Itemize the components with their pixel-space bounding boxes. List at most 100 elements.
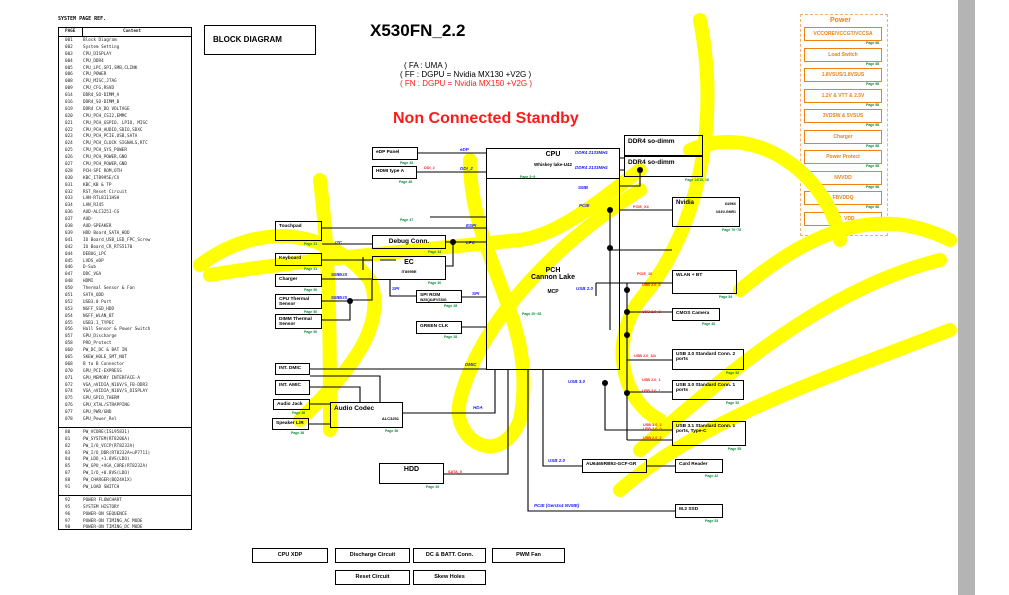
toc-page: 071 (65, 375, 73, 381)
power-item[interactable]: 1.8VSUS/1.8VSUS (804, 68, 882, 82)
power-item[interactable]: Power Protect (804, 150, 882, 164)
bus-label: PCIE_10 (637, 272, 653, 276)
toc-content: VGA_nVIDIA_N16V/S_DISPLAY (83, 389, 148, 395)
toc-page: 98 (65, 525, 71, 531)
page-ref: Page 36 (385, 429, 399, 433)
scrollbar[interactable] (958, 0, 975, 595)
toc-page: 047 (65, 272, 73, 278)
toc-page: 96 (65, 511, 71, 517)
toc-content: CPU_PCH_CSI2,EMMC (83, 113, 127, 119)
power-item[interactable]: Charger (804, 129, 882, 144)
toc-page: 037 (65, 217, 73, 223)
toc-page: 075 (65, 396, 73, 402)
toc-content: POWER-ON TIMING_DC MODE (83, 525, 143, 531)
power-item[interactable]: 3VDSW & 5VSUS (804, 109, 882, 123)
toc-page: 074 (65, 389, 73, 395)
bus-label: DDI_2 (424, 166, 435, 170)
power-item[interactable]: FBVDDQ (804, 191, 882, 205)
toc-row[interactable]: 074 VGA_nVIDIA_N16V/S_DISPLAY (59, 389, 191, 396)
pch-label: PCH (545, 267, 561, 274)
power-item[interactable]: VCCORE/VCCGT/VCCSA (804, 27, 882, 41)
toc-content: LAN_RJ45 (83, 203, 104, 209)
toc-row[interactable]: 98 POWER-ON TIMING_DC MODE (59, 525, 191, 532)
power-item[interactable]: Load Switch (804, 47, 882, 62)
bus-label: LPC (466, 240, 475, 245)
power-item[interactable]: 1.2V & VTT & 2.5V (804, 88, 882, 103)
toc-page: 030 (65, 175, 73, 181)
bus-label: USB 2.0_6 (642, 283, 661, 287)
mcp-label: MCP (547, 289, 559, 295)
block-label: USB 3.0 Standard Conn. 1 ports (676, 383, 736, 393)
